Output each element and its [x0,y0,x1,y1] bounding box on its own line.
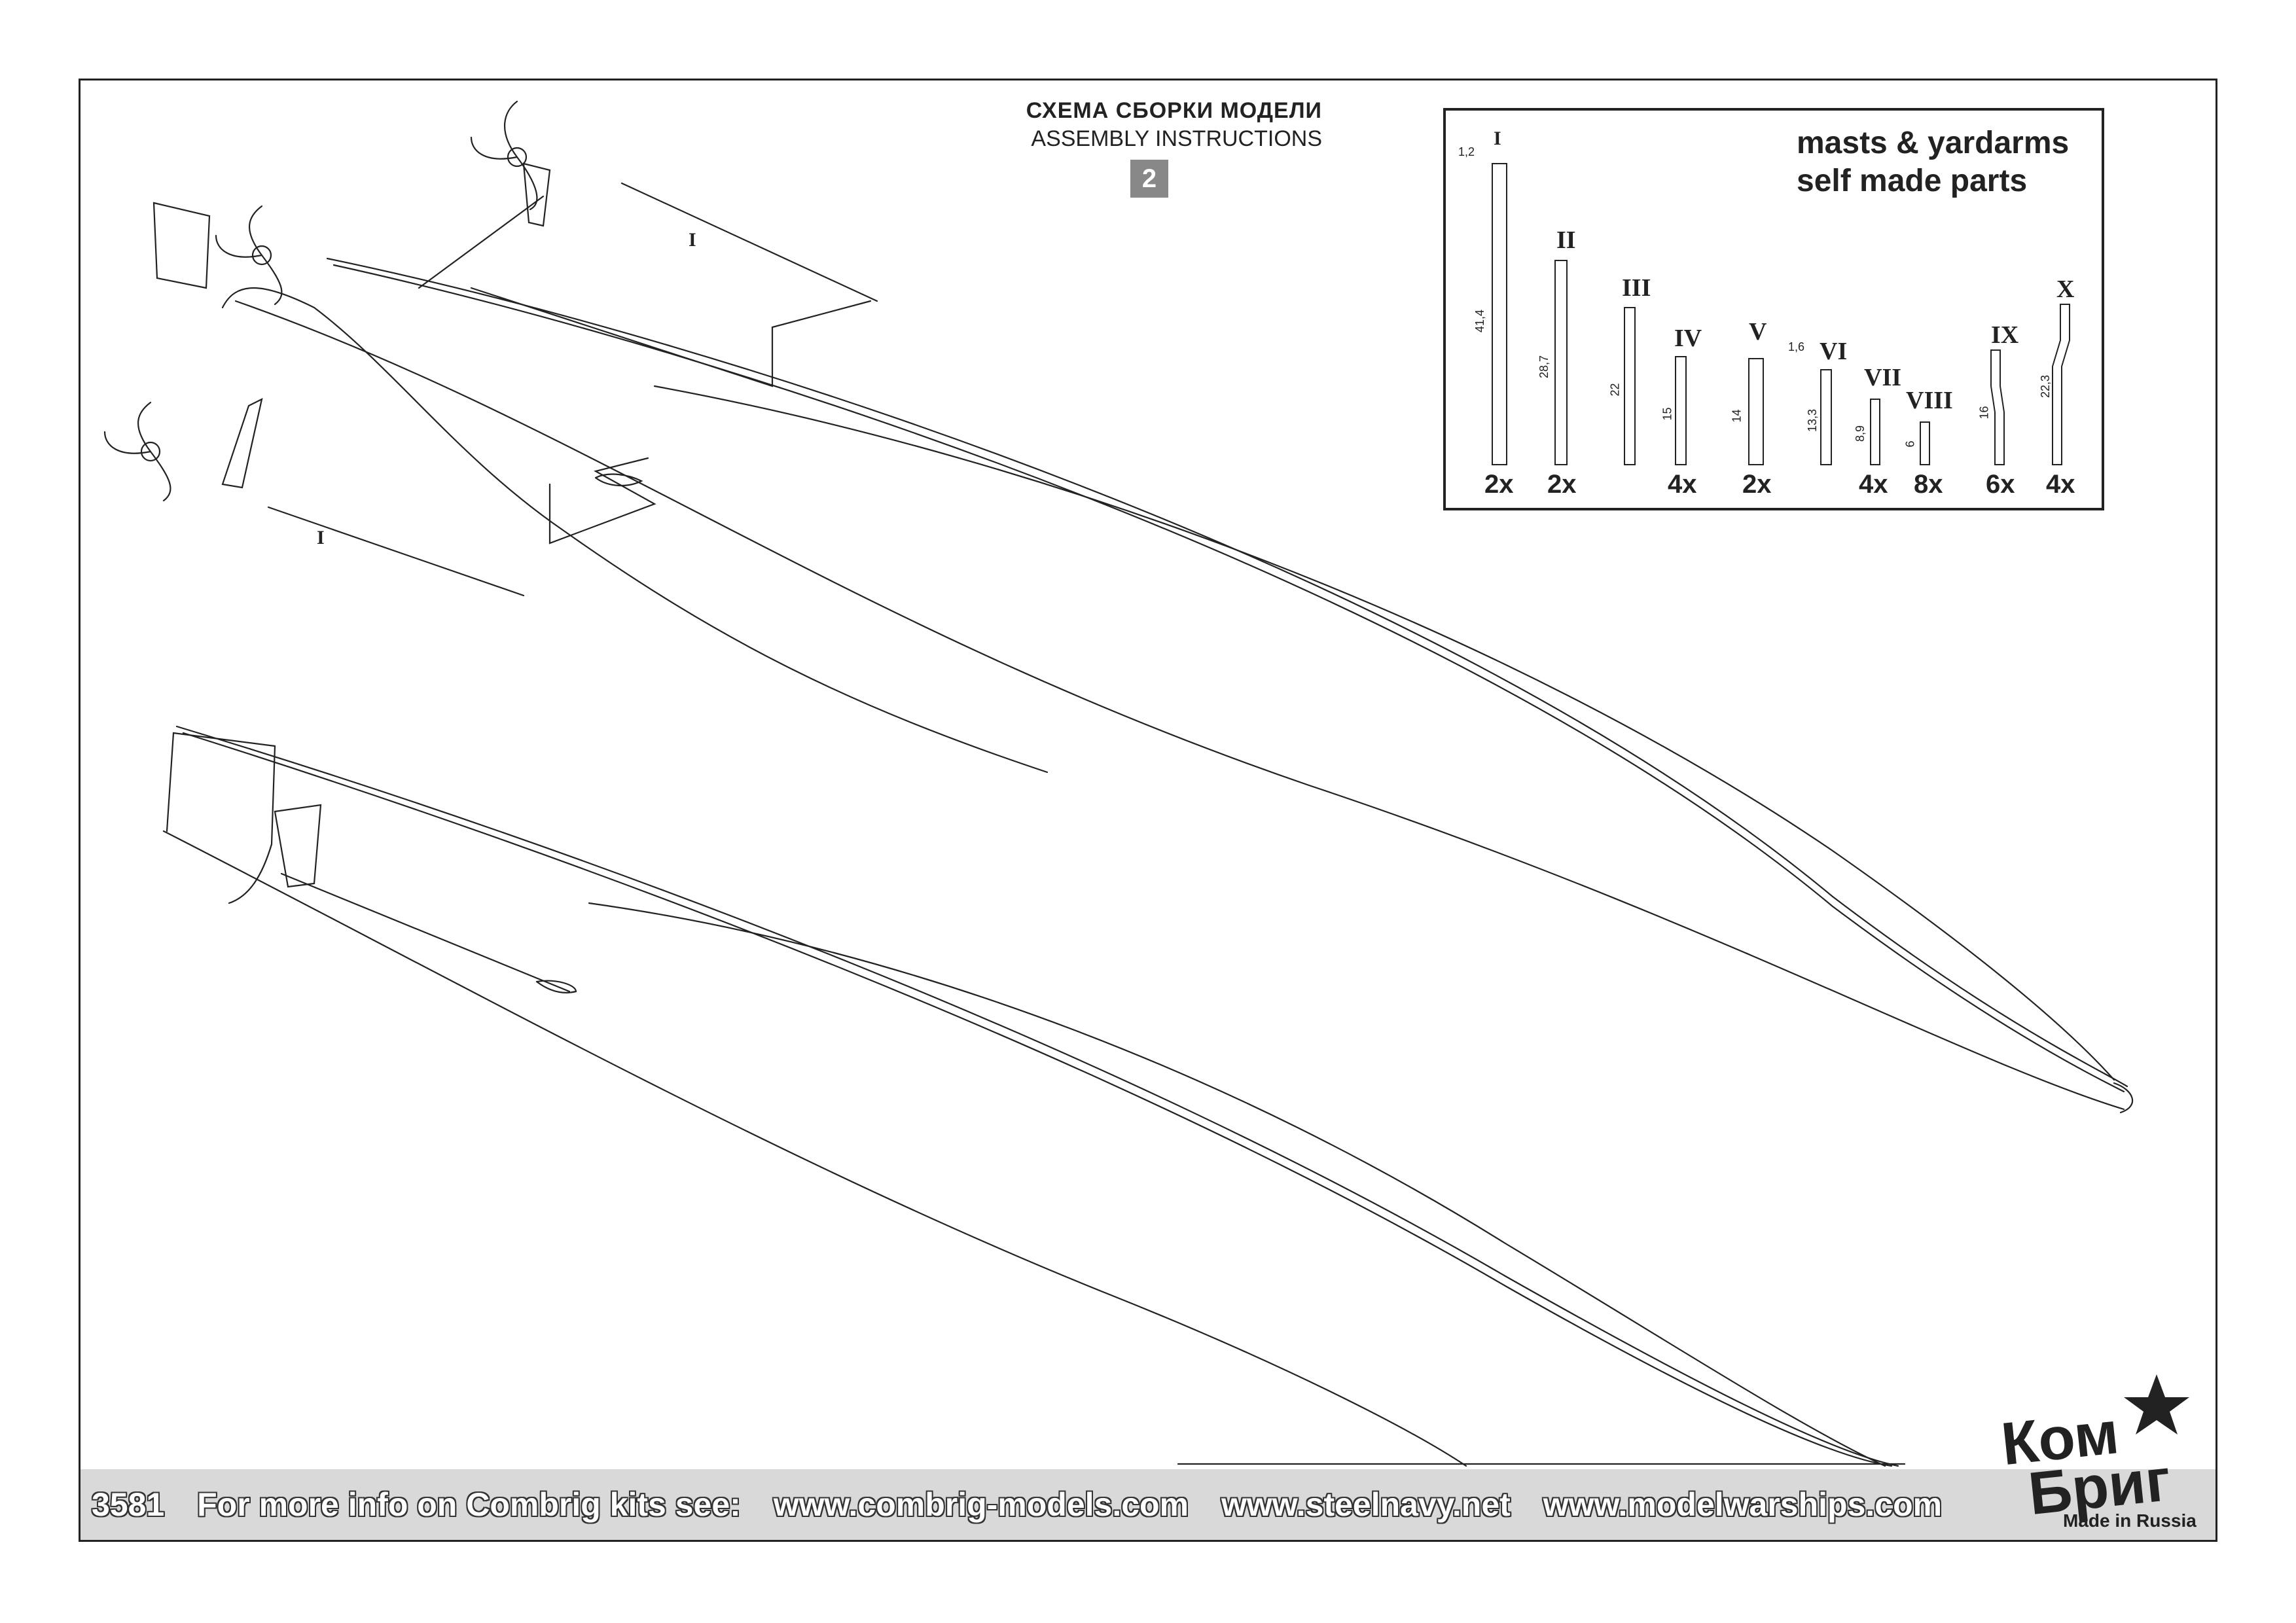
spar-iv-drawing [1675,356,1687,465]
spar-ii-roman: II [1556,226,1576,254]
step-number-badge: 2 [1130,160,1168,198]
prop-hub-3 [140,441,161,462]
prop-blade-3 [103,401,171,502]
page-header: СХЕМА СБОРКИ МОДЕЛИ ASSEMBLY INSTRUCTION… [916,98,1322,198]
upper-shaft-2 [267,506,525,597]
upper-leader-2 [548,457,656,544]
upper-hull-transom-curve [221,287,1049,774]
spar-viii-qty: 8x [1914,470,1943,499]
page-frame [79,79,2217,1542]
spar-ix-qty: 6x [1986,470,2015,499]
spar-vii-roman: VII [1864,364,1902,391]
upper-rudder [152,202,211,289]
spar-vi-drawing [1820,369,1832,465]
spar-x-roman: X [2056,276,2075,303]
upper-hull-keel-line [234,300,2125,1111]
spar-viii-roman: VIII [1906,387,1953,414]
spars-inset-box [1443,108,2104,510]
spars-title: masts & yardarms self made parts [1797,124,2069,200]
upper-hull-chine [653,385,2115,1081]
upper-leader-3 [418,195,545,289]
spar-vi-roman: VI [1820,338,1848,365]
lower-hull-chine [588,902,1886,1467]
upper-hull-deck-edge [326,257,2128,1088]
spar-iii-length: 22 [1608,383,1622,397]
spar-iii-roman: III [1622,274,1651,302]
link-steelnavy[interactable]: www.steelnavy.net [1221,1486,1511,1523]
lower-strut [274,804,322,888]
logo-word-brig: Бриг [2026,1446,2174,1527]
spar-x-length: 22,3 [2039,374,2053,399]
upper-hull-deck-edge-inner [332,264,2125,1093]
title-en: ASSEMBLY INSTRUCTIONS [1031,126,1322,151]
spar-vii-drawing [1870,399,1880,465]
spar-ix-drawing [1990,349,2005,465]
spar-v-length: 14 [1730,409,1744,423]
spar-iv-qty: 4x [1668,470,1697,499]
spar-vii-qty: 4x [1859,470,1888,499]
upper-leader-1 [470,287,872,387]
lower-torpedo [535,980,577,993]
spar-v-drawing [1748,358,1764,465]
prop-hub-2 [251,245,272,266]
logo-word-kom: Ком [1998,1399,2122,1478]
footer-info: 3581 For more info on Combrig kits see: … [92,1486,1965,1524]
prop-blade-2 [215,205,283,306]
spar-ix-length: 16 [1977,406,1991,419]
spar-iv-roman: IV [1674,325,1702,352]
spar-viii-drawing [1920,421,1930,465]
spar-viii-length: 6 [1903,440,1917,448]
lower-hull-deck-edge [175,725,1899,1467]
made-in-russia: Made in Russia [2063,1510,2197,1531]
footer-band [81,1469,2215,1540]
combrig-logo: Ком Бриг [1998,1374,2189,1527]
footer-info-text: For more info on Combrig kits see: [197,1486,741,1523]
spar-i-length: 41,4 [1473,309,1487,333]
spar-x-qty: 4x [2046,470,2075,499]
spars-title-line2: self made parts [1797,164,2028,198]
kit-code: 3581 [92,1486,165,1523]
spar-ii-qty: 2x [1547,470,1577,499]
title-ru: СХЕМА СБОРКИ МОДЕЛИ [1026,98,1322,123]
spar-i-drawing [1492,163,1507,465]
spar-i-qty: 2x [1484,470,1514,499]
prop-blade-1 [470,100,538,211]
spar-iv-length: 15 [1660,407,1674,421]
spar-vii-length: 8,9 [1854,425,1867,442]
lower-hull-keel [162,830,1467,1467]
upper-torpedo [594,473,643,487]
spars-title-line1: masts & yardarms [1797,126,2070,160]
link-modelwarships[interactable]: www.modelwarships.com [1543,1486,1943,1523]
upper-hull-bow [2113,1082,2134,1114]
prop-hub-1 [507,147,528,168]
spar-i-width: 1,2 [1458,145,1475,158]
spar-v-qty: 2x [1742,470,1772,499]
upper-shaft-1 [620,182,878,302]
spar-v-roman: V [1749,318,1767,346]
part-label-upper: I [689,229,696,251]
link-combrig[interactable]: www.combrig-models.com [773,1486,1189,1523]
spar-v-width: 1,6 [1788,340,1805,353]
spar-ix-roman: IX [1991,321,2019,349]
upper-strut-2 [221,397,263,489]
star-icon [2124,1374,2189,1435]
lower-hull-transom [166,732,276,904]
spar-x-drawing [2052,304,2070,465]
spar-i-roman: I [1494,128,1501,149]
lower-shaft [280,872,571,993]
spar-iii-drawing [1624,307,1636,465]
spar-vi-length: 13,3 [1806,408,1820,433]
part-label-lower: I [317,527,325,548]
spar-ii-drawing [1554,260,1568,465]
lower-hull-deck-edge-inner [182,732,1893,1467]
spar-ii-length: 28,7 [1537,355,1551,379]
upper-strut [522,162,551,227]
